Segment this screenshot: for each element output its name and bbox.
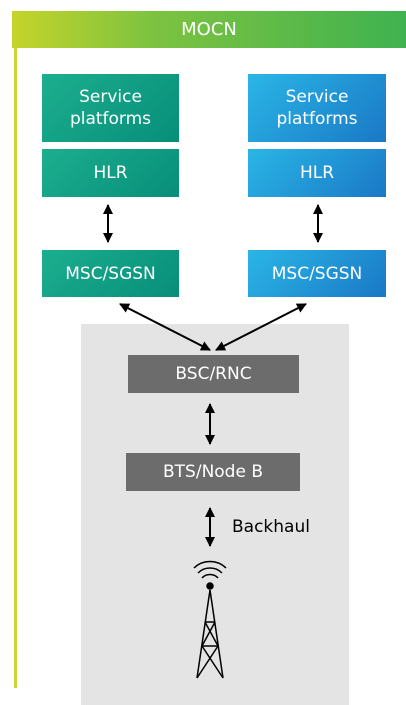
right-hlr: HLR <box>248 149 386 197</box>
left-hlr: HLR <box>42 149 179 197</box>
left-msc-bsc-arrow <box>119 303 211 351</box>
backhaul-label: Backhaul <box>232 517 310 537</box>
right-msc-sgsn: MSC/SGSN <box>248 250 386 297</box>
left-msc-sgsn: MSC/SGSN <box>42 250 179 297</box>
bts-node-b-box: BTS/Node B <box>126 453 300 491</box>
mocn-header: MOCN <box>12 11 406 48</box>
bsc-rnc-box: BSC/RNC <box>128 355 299 393</box>
right-msc-bsc-arrow <box>215 303 307 351</box>
antenna-tower-icon <box>193 560 227 679</box>
header-side-rule <box>14 48 17 688</box>
right-service-platforms: Service platforms <box>248 74 386 142</box>
left-service-platforms: Service platforms <box>42 74 179 142</box>
